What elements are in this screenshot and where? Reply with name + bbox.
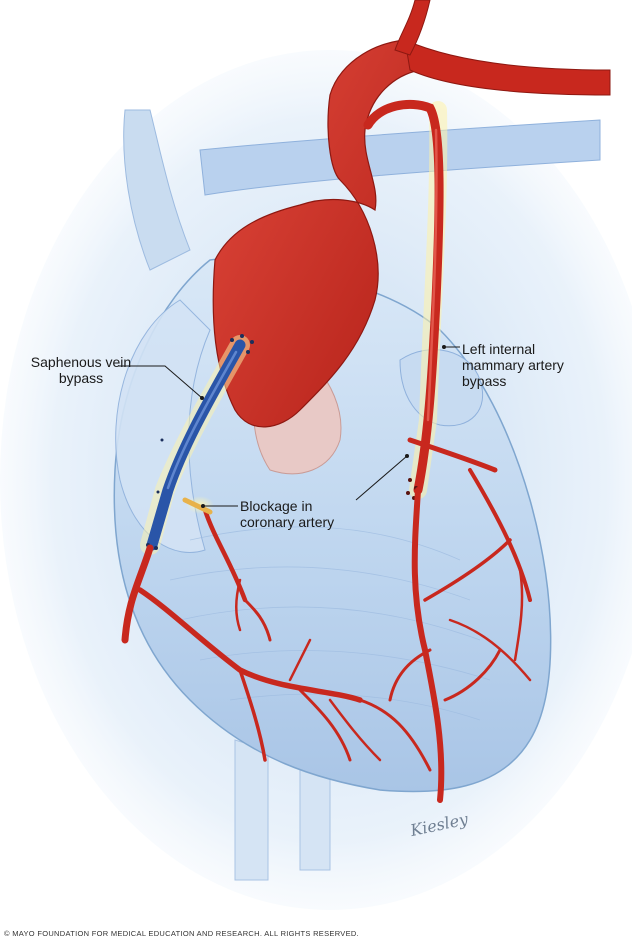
saphenous-label-line-1: Saphenous vein (30, 354, 132, 370)
saphenous-vein-highlight (166, 350, 238, 490)
muscle-striations (169, 526, 491, 721)
mammary-artery-label: Left internal mammary artery bypass (462, 341, 602, 389)
blockage-label-line-2: coronary artery (240, 514, 335, 530)
blockage-leader-line-2 (355, 455, 408, 501)
leader-dot-blockage-2 (405, 454, 409, 458)
left-anterior-tree (202, 437, 532, 803)
mammary-label-line-3: bypass (462, 373, 507, 389)
blockage-label-line-1: Blockage in (240, 498, 313, 514)
aorta (212, 39, 421, 428)
mammary-artery-highlight (426, 128, 438, 422)
saphenous-vein-label: Saphenous vein bypass (22, 354, 140, 386)
saphenous-label-line-2: bypass (58, 370, 104, 386)
mammary-label-line-1: Left internal (462, 341, 536, 357)
aortic-branch (404, 39, 611, 96)
mammary-label-line-2: mammary artery (462, 357, 564, 373)
leader-lines (118, 346, 460, 507)
leader-dot-mammary (442, 345, 446, 349)
right-coronary-tree (121, 544, 432, 772)
blocked-artery-segment (182, 497, 213, 515)
leader-dot-saphenous (200, 396, 204, 400)
pulmonary-vessel (199, 119, 601, 196)
vena-cava (123, 109, 191, 271)
leader-dot-blockage (201, 504, 205, 508)
aortic-branch-upper (394, 0, 431, 56)
blockage-label: Blockage in coronary artery (240, 498, 370, 530)
copyright-notice: © MAYO FOUNDATION FOR MEDICAL EDUCATION … (4, 929, 359, 938)
saphenous-leader-line (118, 365, 203, 399)
